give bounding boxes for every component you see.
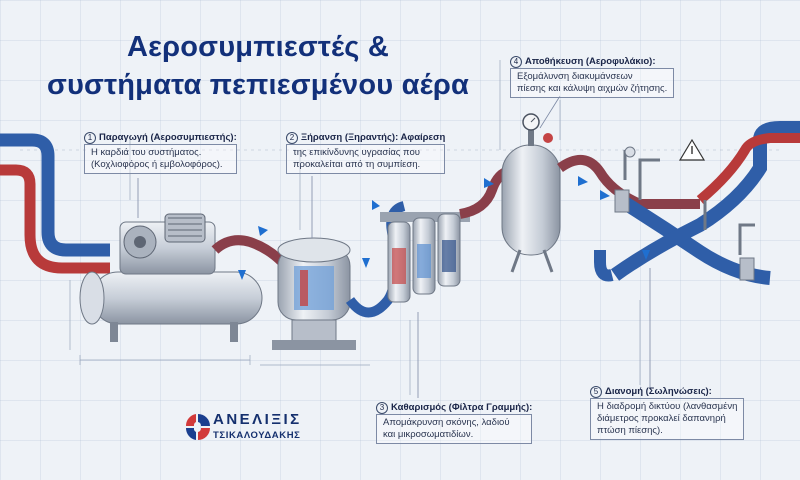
logo-subtitle: ΤΣΙΚΑΛΟΥΔΑΚΗΣ [213,430,301,441]
pipe-to-dryer [211,235,286,266]
dimension-lines [20,60,780,395]
callout-heading: Καθαρισμός (Φίλτρα Γραμμής): [391,402,533,413]
step-number-badge: 4 [510,56,522,68]
callout-text: πίεσης και κάλυψη αιχμών ζήτησης. [517,83,668,94]
step-number-badge: 5 [590,386,602,398]
step-number-badge: 2 [286,132,298,144]
leader-lines [137,95,651,398]
line-filters [380,212,470,303]
callout-heading: Διανομή (Σωληνώσεις): [605,386,712,397]
logo-mark-icon [185,414,210,440]
callout-text: Απομάκρυνση σκόνης, λαδιού [383,417,510,428]
step-number-badge: 1 [84,132,96,144]
callout-text: της επικίνδυνης υγρασίας που [293,147,420,158]
flow-arrows [238,176,650,280]
callout-text: διάμετρος προκαλεί δαπανηρή [597,413,726,424]
air-dryer [272,237,356,350]
inlet-pipe [0,133,110,274]
company-logo: ΑΝΕΛΙΞΙΣ ΤΣΙΚΑΛΟΥΔΑΚΗΣ [185,410,325,446]
page-title: Αεροσυμπιεστές & συστήματα πεπιεσμένου α… [8,28,508,104]
step-number-badge: 3 [376,402,388,414]
logo-brand-name: ΑΝΕΛΙΞΙΣ [213,411,302,428]
title-line-1: Αεροσυμπιεστές & [127,31,389,63]
air-compressor [79,213,263,342]
callout-text: (Κοχλιοφόρος ή εμβολοφόρος). [91,159,223,170]
callout-text: Η διαδρομή δικτύου (λανθασμένη [597,401,738,412]
callout-text: προκαλείται από τη συμπίεση. [293,159,421,170]
callout-heading: Αποθήκευση (Αεροφυλάκιο): [525,56,656,67]
air-receiver-tank [501,113,561,273]
title-line-2: συστήματα πεπιεσμένου αέρα [46,69,470,101]
callout-heading: Ξήρανση (Ξηραντής): Αφαίρεση [301,132,446,143]
callout-text: πτώση πίεσης). [597,425,663,436]
callout-heading: Παραγωγή (Αεροσυμπιεστής): [99,132,237,143]
callout-text: Η καρδιά του συστήματος. [91,147,202,158]
callout-text: Εξομάλυνση διακυμάνσεων [517,71,633,82]
distribution-network [594,121,800,285]
callout-text: και μικροσωματιδίων. [383,429,474,440]
